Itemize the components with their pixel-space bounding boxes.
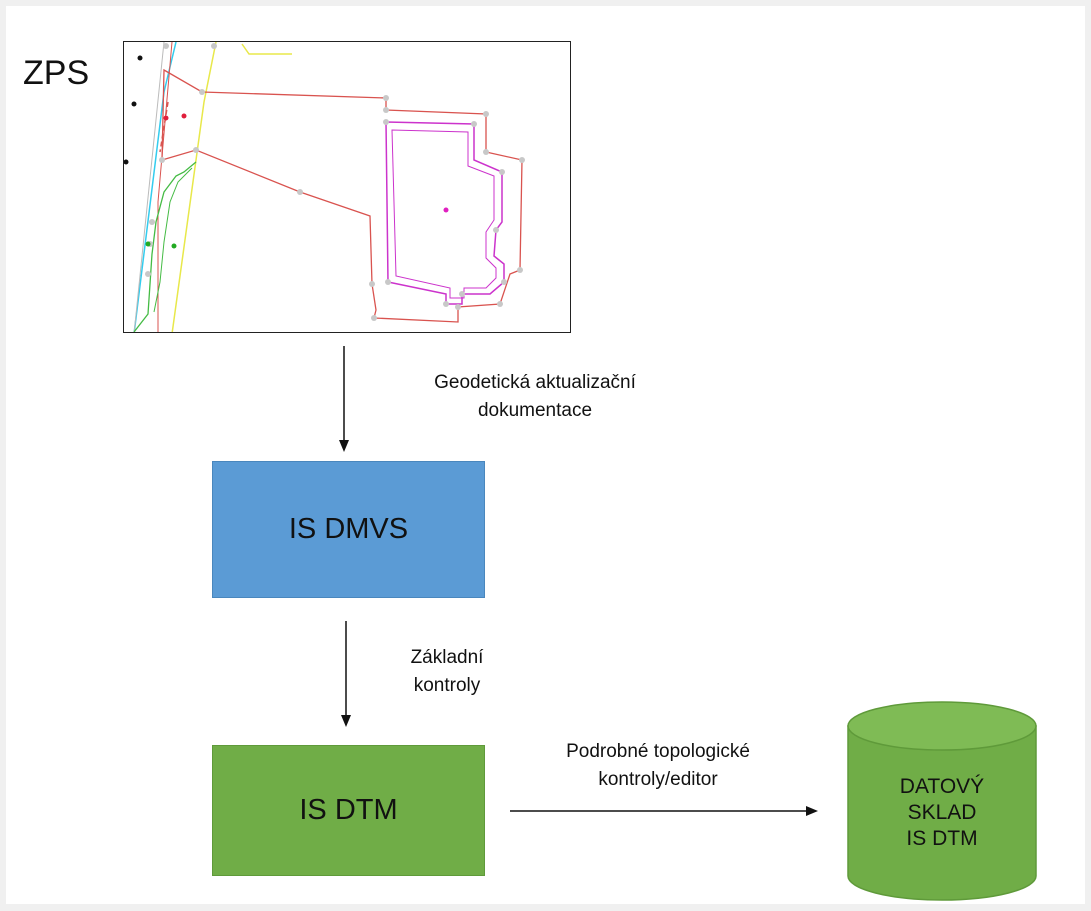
map-cyan-line: [133, 42, 177, 332]
datastore-line2: SKLAD: [907, 801, 977, 824]
caption-topology-line2: kontroly/editor: [598, 769, 718, 790]
map-point-magenta: [443, 207, 449, 213]
caption-basic-checks: Základní kontroly: [382, 644, 512, 700]
map-road-edge: [133, 42, 165, 332]
map-yellow-line-top: [241, 43, 292, 55]
datastore-line3: IS DTM: [906, 827, 978, 850]
map-point-red-1: [163, 115, 169, 121]
is-dtm-label: IS DTM: [299, 794, 398, 826]
map-point-green-1: [145, 241, 151, 247]
caption-geodetic-update: Geodetická aktualizační dokumentace: [390, 369, 680, 425]
arrow-dtm-to-datastore: [510, 801, 820, 821]
slide-canvas: ZPS: [6, 6, 1085, 904]
caption-geodetic-line2: dokumentace: [477, 400, 593, 421]
caption-basic-line2: kontroly: [413, 675, 481, 696]
map-point-green-2: [171, 243, 177, 249]
map-parcel-outline: [161, 68, 523, 323]
map-building-inner: [391, 129, 497, 299]
is-dtm-box: IS DTM: [212, 745, 485, 876]
datastore-label: DATOVÝ SKLAD IS DTM: [848, 774, 1036, 852]
map-dashed-line: [159, 101, 169, 153]
caption-topology-line1: Podrobné topologické: [566, 741, 750, 762]
is-dmvs-label: IS DMVS: [288, 513, 409, 545]
zps-map-image: [123, 41, 571, 333]
map-point-black-1: [137, 55, 143, 61]
caption-topology-checks: Podrobné topologické kontroly/editor: [518, 738, 798, 794]
map-yellow-line: [171, 42, 217, 332]
caption-geodetic-line1: Geodetická aktualizační: [434, 372, 636, 393]
map-green-line: [133, 161, 197, 332]
is-dmvs-box: IS DMVS: [212, 461, 485, 598]
arrow-dmvs-to-dtm: [336, 621, 356, 729]
arrow-zps-to-dmvs: [334, 346, 354, 454]
map-point-black-3: [124, 159, 129, 165]
datastore-line1: DATOVÝ: [899, 775, 985, 798]
map-point-red-2: [181, 113, 187, 119]
map-point-black-2: [131, 101, 137, 107]
caption-basic-line1: Základní: [410, 647, 484, 668]
zps-label: ZPS: [23, 54, 90, 92]
datastore-cylinder: [846, 700, 1038, 911]
map-vertices: [145, 43, 525, 321]
map-green-line-inner: [153, 167, 193, 313]
map-building-outline: [385, 121, 505, 305]
